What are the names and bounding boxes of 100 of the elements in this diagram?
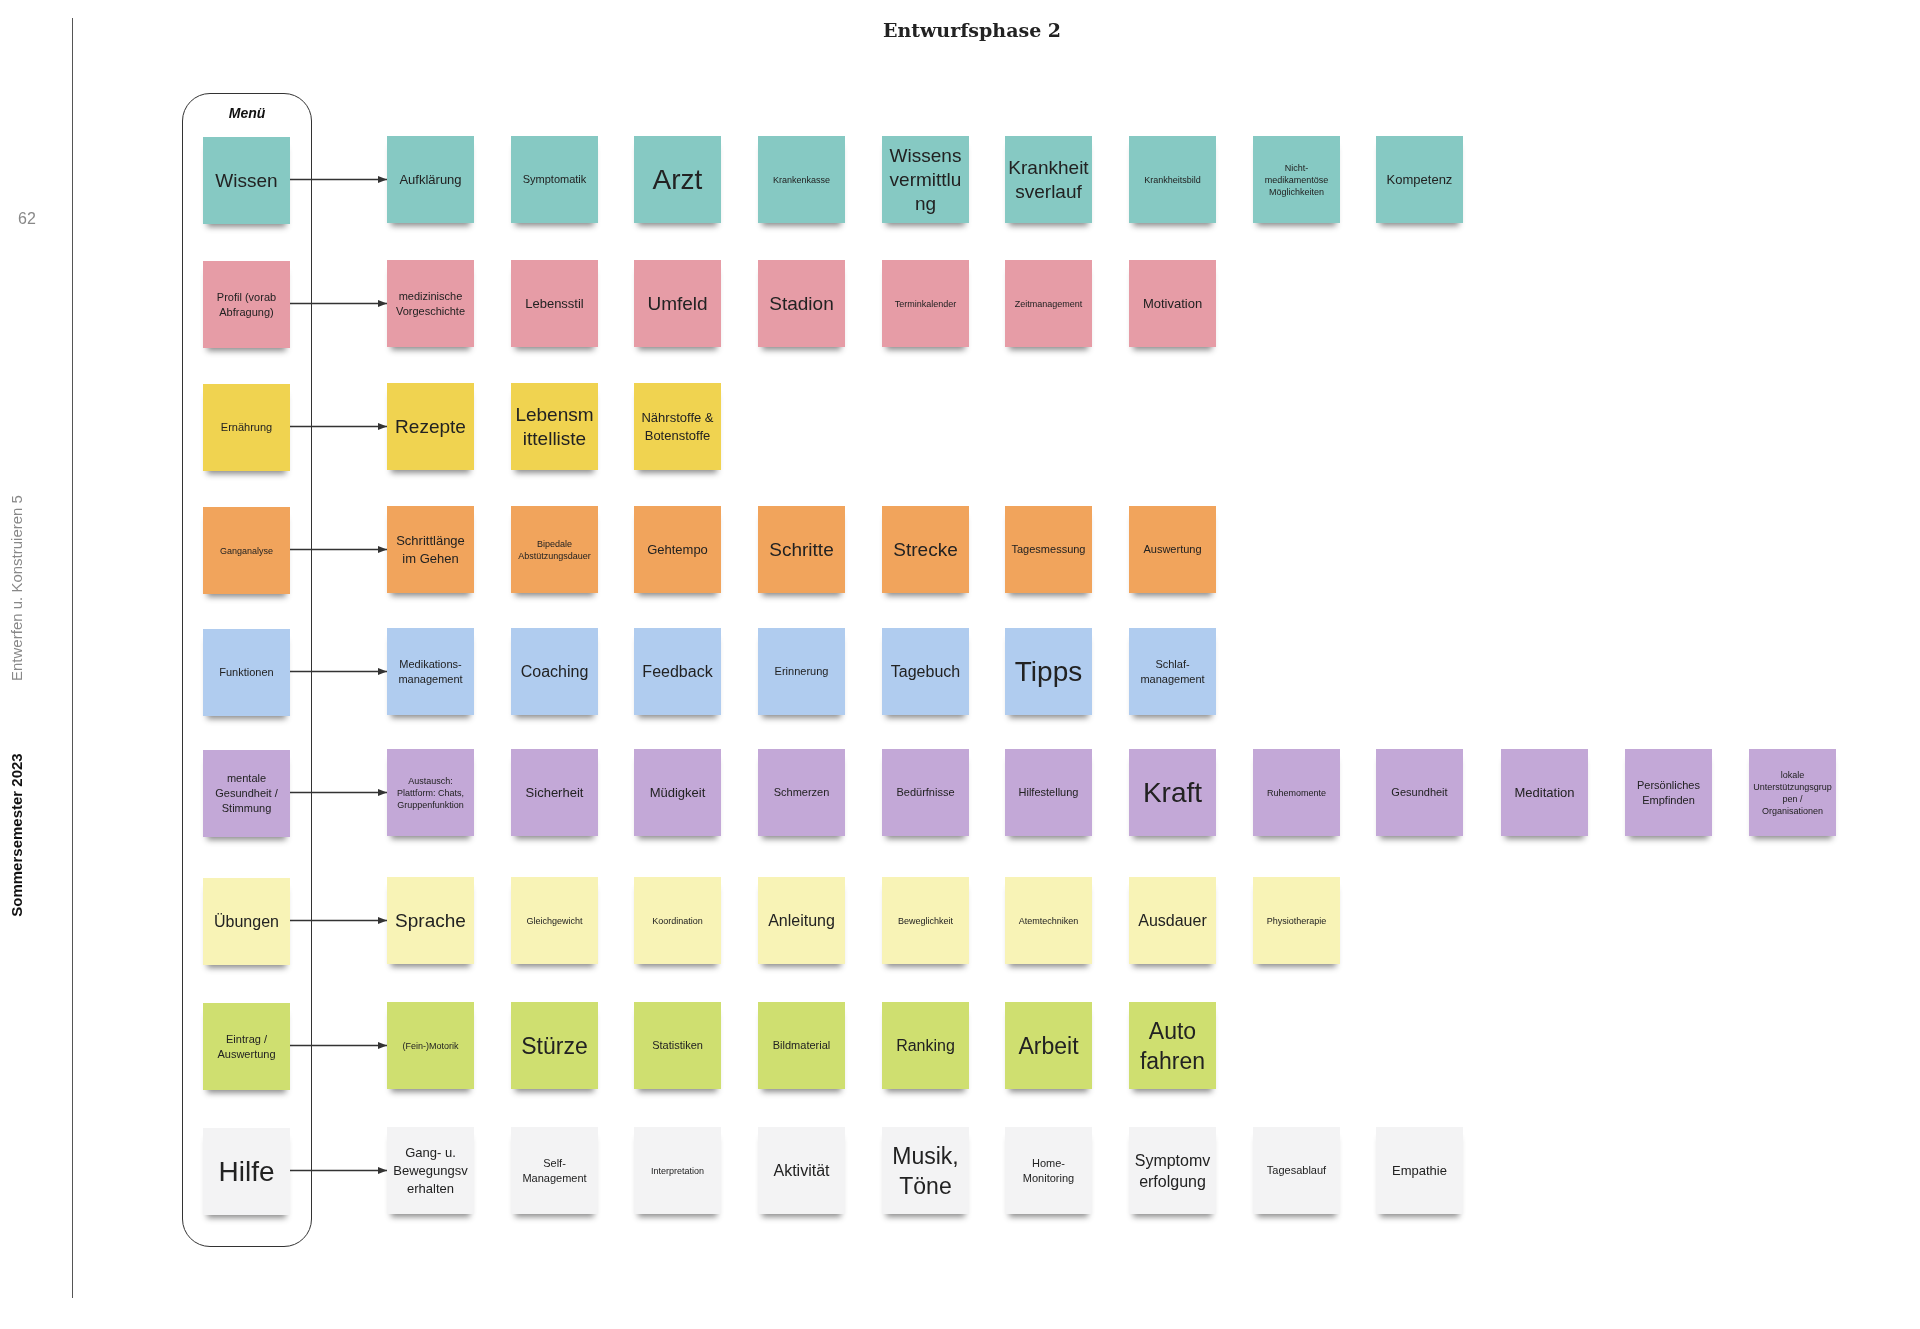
note-text: Sprache — [394, 908, 467, 933]
note-text: Tagesmessung — [1010, 542, 1087, 557]
sticky-note — [511, 1127, 598, 1214]
note-text: Tipps — [1013, 654, 1084, 689]
sticky-note — [758, 1127, 845, 1214]
note-text: Zeitmanagement — [1013, 297, 1084, 310]
sticky-note — [882, 136, 969, 223]
note-text: Symptomverfolgung — [1133, 1150, 1212, 1192]
sticky-note — [758, 628, 845, 715]
note-text: Hilfe — [217, 1154, 276, 1189]
note-text: lokale Unterstützungsgruppen / Organisationen — [1752, 768, 1833, 817]
note-text: Übungen — [213, 912, 280, 932]
note-text: Krankheitsbild — [1143, 173, 1202, 186]
sticky-note — [758, 1002, 845, 1089]
note-text: Wissen — [214, 168, 279, 193]
sticky-note — [1129, 628, 1216, 715]
menu-panel — [182, 93, 312, 1247]
note-text: Persönliches Empfinden — [1636, 777, 1701, 808]
sticky-note — [511, 383, 598, 470]
sticky-note — [203, 261, 290, 348]
note-text: Erinnerung — [773, 664, 830, 679]
sticky-note — [1129, 136, 1216, 223]
sticky-note — [882, 877, 969, 964]
sticky-note — [1129, 260, 1216, 347]
note-text: Gang- u. Bewegungsverhalten — [392, 1143, 469, 1198]
note-text: Aktivität — [772, 1161, 831, 1181]
sticky-note — [387, 506, 474, 593]
sticky-note — [1005, 506, 1092, 593]
note-text: Auswertung — [1142, 542, 1203, 557]
note-text: Stadion — [768, 291, 835, 316]
sticky-note — [511, 628, 598, 715]
sticky-note — [1005, 749, 1092, 836]
note-text: Sicherheit — [524, 783, 585, 802]
sticky-note — [1253, 136, 1340, 223]
note-text: Lebensstil — [524, 294, 585, 313]
note-text: Gehtempo — [646, 540, 709, 559]
note-text: Home-Monitoring — [1021, 1155, 1076, 1186]
sticky-note — [634, 383, 721, 470]
sticky-note — [1376, 1127, 1463, 1214]
page-number: 62 — [18, 209, 36, 229]
note-text: Aufklärung — [398, 170, 463, 189]
sticky-note — [1129, 749, 1216, 836]
note-text: Physiotherapie — [1265, 914, 1328, 927]
note-text: Beweglichkeit — [897, 914, 954, 927]
sticky-note — [387, 877, 474, 964]
note-text: Funktionen — [218, 665, 275, 680]
sticky-note — [511, 1002, 598, 1089]
sticky-note — [387, 260, 474, 347]
sticky-note — [1129, 506, 1216, 593]
sticky-note — [1749, 749, 1836, 836]
sticky-note — [203, 1003, 290, 1090]
sticky-note — [1501, 749, 1588, 836]
sticky-note — [758, 506, 845, 593]
note-text: mentale Gesundheit / Stimmung — [214, 771, 279, 816]
sticky-note — [1005, 877, 1092, 964]
note-text: Interpretation — [649, 1164, 705, 1177]
sticky-note — [511, 749, 598, 836]
sticky-note — [203, 137, 290, 224]
sticky-note — [758, 877, 845, 964]
note-text: Eintrag / Auswertung — [216, 1031, 277, 1062]
note-text: Hilfestellung — [1017, 785, 1080, 800]
sticky-note — [634, 260, 721, 347]
note-text: Strecke — [892, 537, 959, 562]
sticky-note — [758, 749, 845, 836]
sticky-note — [1253, 1127, 1340, 1214]
sticky-note — [1129, 1002, 1216, 1089]
note-text: Krankheitsverlauf — [1008, 155, 1089, 204]
sticky-note — [758, 136, 845, 223]
sticky-note — [634, 1127, 721, 1214]
note-text: Wissensvermittlung — [888, 143, 963, 216]
note-text: Self-Management — [521, 1155, 588, 1186]
sticky-note — [634, 1002, 721, 1089]
note-text: Lebensmittelliste — [514, 402, 595, 451]
sticky-note — [203, 1128, 290, 1215]
title: Entwurfsphase 2 — [882, 18, 1062, 43]
sticky-note — [511, 506, 598, 593]
note-text: Nährstoffe & Botenstoffe — [640, 408, 715, 445]
sticky-note — [203, 878, 290, 965]
note-text: Medikations-management — [397, 656, 464, 687]
semester-label: Sommersemester 2023 — [6, 753, 26, 917]
sticky-note — [1376, 136, 1463, 223]
menu-heading: Menü — [227, 104, 267, 123]
note-text: Schritte — [768, 537, 835, 562]
note-text: Schlaf-management — [1139, 656, 1206, 687]
sticky-note — [511, 136, 598, 223]
note-text: Koordination — [651, 914, 704, 927]
note-text: Gleichgewicht — [525, 914, 584, 927]
sticky-note — [882, 260, 969, 347]
sticky-note — [634, 877, 721, 964]
course-name: Entwerfen u. Konstruieren 5 — [6, 495, 26, 681]
note-text: Terminkalender — [893, 297, 958, 310]
sticky-note — [1005, 260, 1092, 347]
note-text: Symptomatik — [521, 172, 588, 187]
note-text: Tagebuch — [889, 662, 962, 682]
sticky-note — [634, 506, 721, 593]
note-text: Bedürfnisse — [895, 785, 956, 800]
sticky-note — [1129, 1127, 1216, 1214]
sticky-note — [387, 136, 474, 223]
note-text: medizinische Vorgeschichte — [394, 288, 467, 319]
sticky-note — [1253, 877, 1340, 964]
